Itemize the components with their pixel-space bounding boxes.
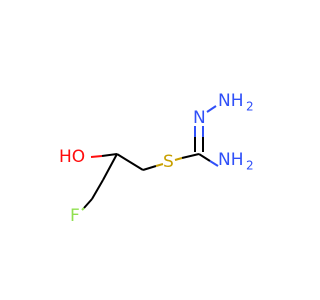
- terminal-amine-label: NH 2: [218, 91, 254, 114]
- bond-c2-o: [90, 155, 103, 158]
- bond-c1-s-sulfur: [155, 163, 164, 167]
- bond-c3-f: [83, 198, 93, 209]
- bond-c3-f-fluorine: [81, 207, 85, 211]
- terminal-amine-nh: NH: [218, 91, 244, 111]
- bond-c2-c3: [102, 153, 118, 181]
- bond-s-camidine-carbon: [181, 153, 200, 159]
- terminal-amine-subscript: 2: [246, 100, 254, 114]
- amidine-amine-subscript: 2: [246, 159, 254, 173]
- bond-c3-branch: [91, 179, 104, 200]
- bond-c2-c1: [116, 153, 144, 171]
- fluorine-label: F: [70, 206, 80, 226]
- bond-camidine-nh2-n: [209, 160, 219, 167]
- bond-camidine-nh2: [198, 153, 211, 162]
- amidine-amine-label: NH 2: [218, 150, 254, 173]
- bond-s-camidine: [174, 157, 183, 161]
- bond-c2-o-carbon: [101, 153, 118, 157]
- molecule-structure-diagram: HO F S N NH 2 NH 2: [59, 91, 254, 226]
- hydroxyl-label: HO: [59, 147, 85, 167]
- amidine-amine-nh: NH: [218, 150, 244, 170]
- sulfur-label: S: [163, 152, 174, 172]
- bond-n-nh2: [206, 105, 217, 113]
- bond-c1-s: [142, 165, 157, 171]
- imine-nitrogen-label: N: [193, 108, 206, 128]
